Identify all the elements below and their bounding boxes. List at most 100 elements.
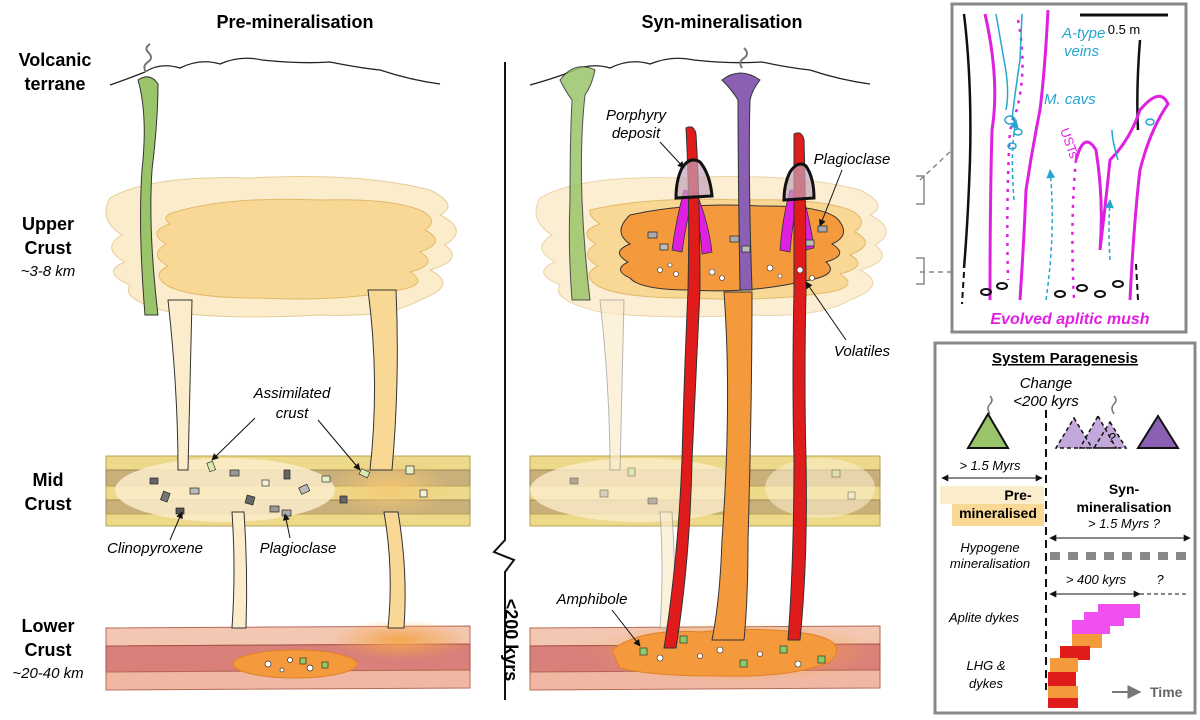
syn-purple-vent xyxy=(721,72,761,291)
syn-green-vent xyxy=(559,66,596,301)
label-clinopyroxene: Clinopyroxene xyxy=(107,540,203,557)
syn-mid-crust xyxy=(529,455,881,527)
assimilated-arrow-right xyxy=(317,419,361,471)
hypogene-2: mineralisation xyxy=(950,556,1030,571)
syn-upper-crystals xyxy=(647,225,828,281)
level-lower-1: Lower xyxy=(21,616,74,636)
pre-bar-pale xyxy=(940,486,1044,504)
pre-upper-chamber-core xyxy=(156,198,436,300)
syn-conduit-left xyxy=(599,299,625,471)
inset-leader-top xyxy=(919,149,953,181)
inset-dark-cavities xyxy=(980,280,1124,298)
assimilated-arrow-left xyxy=(211,417,256,461)
plagioclase-pre-arrow xyxy=(282,513,291,539)
syn-red-dyke-right xyxy=(787,132,807,641)
syn-header: Syn-mineralisation xyxy=(641,12,802,32)
label-plagioclase-pre: Plagioclase xyxy=(260,540,337,557)
syn-volcano-triangle xyxy=(1136,414,1180,449)
syn-lower-crystals xyxy=(639,635,826,668)
aplitic-mush-inset: 0.5 m xyxy=(916,2,1188,334)
pre-label-2: mineralised xyxy=(959,505,1037,521)
pre-label-1: Pre- xyxy=(1004,487,1032,503)
syn-volcano-triangles-faded xyxy=(1054,414,1128,449)
paragenesis-change-2: <200 kyrs xyxy=(1013,393,1079,410)
paragenesis-panel: System Paragenesis Change <200 kyrs ? > … xyxy=(933,341,1197,715)
label-amphibole: Amphibole xyxy=(556,591,628,608)
level-upper-2: Crust xyxy=(24,238,71,258)
clinopyroxene-arrow xyxy=(169,511,183,541)
pre-volcano-triangle xyxy=(966,412,1010,449)
level-lower-depth: ~20-40 km xyxy=(12,665,83,682)
label-porphyry-1: Porphyry xyxy=(606,107,668,124)
time-break: <200 kyrs xyxy=(492,62,521,700)
inset-mcavs: M. cavs xyxy=(1044,91,1096,108)
pre-deep-melt-pocket xyxy=(232,649,358,679)
time-label: Time xyxy=(1150,684,1183,700)
level-volcanic-2: terrane xyxy=(24,74,85,94)
level-mid-1: Mid xyxy=(33,470,64,490)
pre-duration: > 1.5 Myrs xyxy=(959,458,1021,473)
pre-conduit-right xyxy=(367,289,398,471)
syn-mineralisation-panel: Syn-mineralisation xyxy=(529,12,891,691)
pre-green-vent xyxy=(137,76,159,316)
scale-label: 0.5 m xyxy=(1108,22,1141,37)
inset-cavities xyxy=(1004,115,1155,150)
kyrs400: > 400 kyrs xyxy=(1066,572,1127,587)
pre-conduit-lower-left xyxy=(231,511,248,629)
label-porphyry-2: deposit xyxy=(612,125,661,142)
aplite-bars xyxy=(1072,604,1140,634)
paragenesis-change-1: Change xyxy=(1020,375,1073,392)
paragenesis-title: System Paragenesis xyxy=(992,350,1138,367)
lhg-bars xyxy=(1048,634,1102,708)
level-mid-2: Crust xyxy=(24,494,71,514)
label-plagioclase-syn: Plagioclase xyxy=(814,151,891,168)
volatiles-arrow xyxy=(805,281,847,341)
porphyry-arrow xyxy=(659,141,685,169)
inset-dyke-left xyxy=(983,13,997,301)
pre-conduit-left xyxy=(167,299,193,471)
label-volatiles: Volatiles xyxy=(834,343,891,360)
pre-bar-deep xyxy=(952,504,1044,526)
syn-vent-smoke xyxy=(739,47,748,69)
syn-red-dyke-left xyxy=(663,126,701,649)
level-upper-depth: ~3-8 km xyxy=(21,263,76,280)
level-volcanic-1: Volcanic xyxy=(19,50,92,70)
level-upper-1: Upper xyxy=(22,214,74,234)
pre-lower-crust xyxy=(105,620,471,691)
syn-label-2: mineralisation xyxy=(1077,499,1172,515)
pre-header: Pre-mineralisation xyxy=(216,12,373,32)
plagioclase-syn-arrow xyxy=(819,169,843,227)
pre-mineralisation-panel: Pre-mineralisation xyxy=(105,12,471,691)
lhg-1: LHG & xyxy=(966,658,1005,673)
syn-label-1: Syn- xyxy=(1109,481,1140,497)
level-lower-2: Crust xyxy=(24,640,71,660)
kyrs400-q: ? xyxy=(1156,572,1164,587)
pre-volcano-outline xyxy=(109,57,441,86)
porphyry-deposit-right xyxy=(782,162,816,202)
tri-q: ? xyxy=(1108,430,1116,445)
inset-bracket-bottom xyxy=(916,257,925,285)
aplite-label: Aplite dykes xyxy=(948,610,1020,625)
hypogene-1: Hypogene xyxy=(960,540,1019,555)
inset-atype-1: A-type xyxy=(1061,25,1105,42)
pre-crystals xyxy=(149,460,428,517)
syn-duration: > 1.5 Myrs ? xyxy=(1088,516,1161,531)
label-assimilated-1: Assimilated xyxy=(253,385,331,402)
inset-atype-2: veins xyxy=(1064,43,1100,60)
label-assimilated-2: crust xyxy=(276,405,309,422)
syn-mid-crystals xyxy=(569,467,856,505)
inset-caption: Evolved aplitic mush xyxy=(990,311,1149,328)
syn-lower-crust xyxy=(529,622,885,691)
syn-main-conduit xyxy=(711,291,753,641)
inset-bracket-top xyxy=(916,175,925,205)
level-labels: Volcanic terrane Upper Crust ~3-8 km Mid… xyxy=(12,50,91,682)
inset-dyke-right xyxy=(1074,94,1170,301)
porphyry-deposit-left xyxy=(674,158,714,200)
lhg-2: dykes xyxy=(969,676,1003,691)
pre-vent-smoke xyxy=(143,43,152,73)
amphibole-arrow xyxy=(611,609,641,647)
time-break-label: <200 kyrs xyxy=(501,599,521,682)
pre-lower-crystals xyxy=(264,657,329,673)
pre-conduit-lower-right xyxy=(383,511,406,629)
